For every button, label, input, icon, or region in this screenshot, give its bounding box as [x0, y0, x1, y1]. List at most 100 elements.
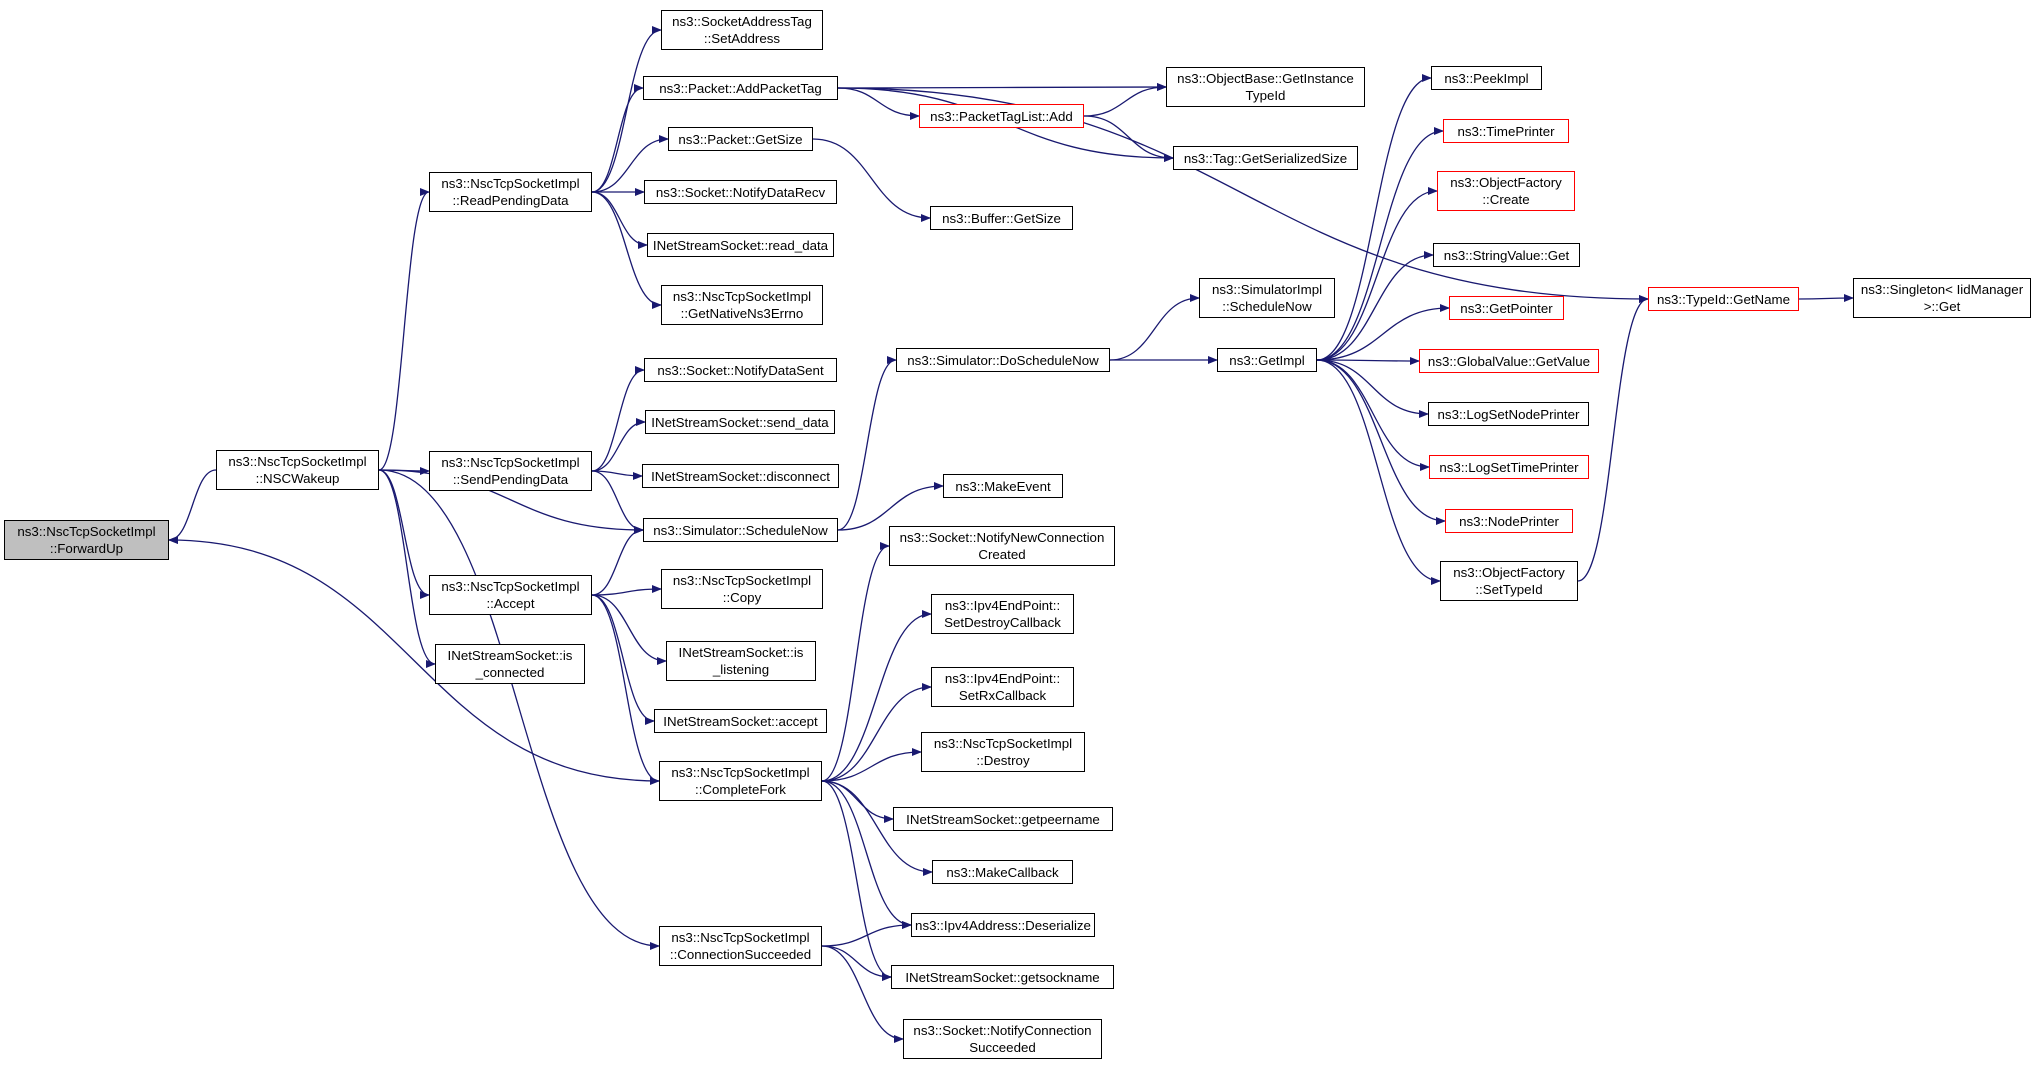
node-islistening[interactable]: INetStreamSocket::is_listening [666, 641, 816, 681]
edge-doschedulenow-to-simimplschedulenow [1109, 294, 1200, 361]
node-label-line: INetStreamSocket::is [447, 648, 573, 663]
node-label-line: ns3::GlobalValue::GetValue [1427, 353, 1591, 369]
edge-readpending-to-readdata [591, 191, 648, 249]
edge-accept-to-copy [591, 585, 662, 596]
node-lognodeprinter[interactable]: ns3::LogSetNodePrinter [1428, 402, 1589, 426]
node-connsucceeded[interactable]: ns3::NscTcpSocketImpl::ConnectionSucceed… [659, 926, 822, 966]
node-typeidgetname[interactable]: ns3::TypeId::GetName [1648, 287, 1799, 311]
node-makeevent[interactable]: ns3::MakeEvent [943, 474, 1063, 498]
edge-getimpl-to-stringget [1316, 251, 1434, 361]
node-label-line: Created [978, 547, 1026, 562]
node-readdata[interactable]: INetStreamSocket::read_data [647, 233, 834, 257]
node-getpointer[interactable]: ns3::GetPointer [1449, 296, 1564, 320]
node-ofcreate[interactable]: ns3::ObjectFactory::Create [1437, 171, 1575, 211]
node-label-line: ::ScheduleNow [1222, 299, 1312, 314]
node-isconnected[interactable]: INetStreamSocket::is_connected [435, 644, 585, 684]
node-label-line: ns3::NscTcpSocketImpl [672, 573, 812, 588]
node-destroy[interactable]: ns3::NscTcpSocketImpl::Destroy [921, 732, 1085, 772]
edge-sendpending-to-notifydatasent [591, 366, 645, 472]
node-sendpending[interactable]: ns3::NscTcpSocketImpl::SendPendingData [429, 451, 592, 491]
node-disconnect[interactable]: INetStreamSocket::disconnect [642, 464, 839, 488]
node-globalgetvalue[interactable]: ns3::GlobalValue::GetValue [1419, 349, 1599, 373]
node-addpackettag[interactable]: ns3::Packet::AddPacketTag [643, 76, 838, 100]
edge-addpackettag-to-packettaglist [837, 87, 920, 120]
edge-readpending-to-nativeerrno [591, 191, 662, 309]
edge-completefork-to-makecallback [821, 780, 933, 876]
node-label-line: ns3::MakeCallback [946, 864, 1059, 880]
node-doschedulenow[interactable]: ns3::Simulator::DoScheduleNow [896, 348, 1110, 372]
edge-getimpl-to-timeprinter [1316, 127, 1444, 361]
edge-packettaglist-to-getinstancetypeid [1083, 83, 1167, 117]
node-setdestroycb[interactable]: ns3::Ipv4EndPoint::SetDestroyCallback [931, 594, 1074, 634]
node-nativeerrno[interactable]: ns3::NscTcpSocketImpl::GetNativeNs3Errno [661, 285, 823, 325]
node-setrxcb[interactable]: ns3::Ipv4EndPoint::SetRxCallback [931, 667, 1074, 707]
edge-sendpending-to-disconnect [591, 470, 643, 480]
node-accept[interactable]: ns3::NscTcpSocketImpl::Accept [429, 575, 592, 615]
node-label-line: ns3::SocketAddressTag [672, 14, 812, 29]
node-label-line: ::SendPendingData [452, 472, 569, 487]
node-schedulenow[interactable]: ns3::Simulator::ScheduleNow [643, 518, 838, 542]
node-simimplschedulenow[interactable]: ns3::SimulatorImpl::ScheduleNow [1199, 278, 1335, 318]
node-completefork[interactable]: ns3::NscTcpSocketImpl::CompleteFork [659, 761, 822, 801]
node-deserialize[interactable]: ns3::Ipv4Address::Deserialize [911, 913, 1095, 937]
node-label-line: ns3::NscTcpSocketImpl [672, 289, 812, 304]
node-singletonget[interactable]: ns3::Singleton< IidManager>::Get [1853, 278, 2031, 318]
node-packettaglist[interactable]: ns3::PacketTagList::Add [919, 104, 1084, 128]
node-getserializedsize[interactable]: ns3::Tag::GetSerializedSize [1173, 146, 1358, 170]
edge-completefork-to-destroy [821, 748, 922, 782]
node-setaddress[interactable]: ns3::SocketAddressTag::SetAddress [661, 10, 823, 50]
edge-getimpl-to-nodeprinter [1316, 359, 1446, 525]
node-readpending[interactable]: ns3::NscTcpSocketImpl::ReadPendingData [429, 172, 592, 212]
node-label-line: ns3::LogSetNodePrinter [1437, 406, 1580, 422]
node-getsockname[interactable]: INetStreamSocket::getsockname [891, 965, 1114, 989]
edge-nscwakeup-to-schedulenow [378, 469, 644, 534]
node-getimpl[interactable]: ns3::GetImpl [1217, 348, 1317, 372]
node-senddata[interactable]: INetStreamSocket::send_data [645, 410, 835, 434]
node-label-line: ns3::TypeId::GetName [1656, 291, 1791, 307]
node-acceptinet[interactable]: INetStreamSocket::accept [654, 709, 827, 733]
node-peekimpl[interactable]: ns3::PeekImpl [1431, 66, 1542, 90]
edge-connsucceeded-to-notifyconnsucc [821, 945, 904, 1043]
node-label-line: ns3::Buffer::GetSize [942, 210, 1061, 226]
edge-nscwakeup-to-readpending [378, 188, 430, 471]
node-label-line: ns3::Socket::NotifyNewConnection [899, 530, 1105, 545]
node-nscwakeup[interactable]: ns3::NscTcpSocketImpl::NSCWakeup [216, 450, 379, 490]
node-label-line: ns3::Singleton< IidManager [1860, 282, 2024, 297]
node-label-line: ns3::Simulator::DoScheduleNow [907, 352, 1099, 368]
node-label-line: ns3::NscTcpSocketImpl [441, 455, 580, 470]
node-buffergetsize[interactable]: ns3::Buffer::GetSize [930, 206, 1073, 230]
node-label-line: ::SetAddress [703, 31, 781, 46]
node-label-line: >::Get [1923, 299, 1961, 314]
node-label-line: ::GetNativeNs3Errno [680, 306, 804, 321]
edge-getimpl-to-settypeid [1316, 359, 1441, 585]
node-label-line: ::ConnectionSucceeded [669, 947, 812, 962]
edge-getimpl-to-ofcreate [1316, 187, 1438, 361]
node-settypeid[interactable]: ns3::ObjectFactory::SetTypeId [1440, 561, 1578, 601]
node-notifydatasent[interactable]: ns3::Socket::NotifyDataSent [644, 358, 837, 382]
node-copy[interactable]: ns3::NscTcpSocketImpl::Copy [661, 569, 823, 609]
node-notifydatarecv[interactable]: ns3::Socket::NotifyDataRecv [644, 180, 837, 204]
node-label-line: INetStreamSocket::is [678, 645, 804, 660]
node-getpeername[interactable]: INetStreamSocket::getpeername [893, 807, 1113, 831]
node-stringget[interactable]: ns3::StringValue::Get [1433, 243, 1580, 267]
node-timeprinter[interactable]: ns3::TimePrinter [1443, 119, 1569, 143]
edge-addpackettag-to-getinstancetypeid [837, 83, 1167, 92]
edge-connsucceeded-to-getsockname [821, 945, 892, 981]
node-makecallback[interactable]: ns3::MakeCallback [932, 860, 1073, 884]
node-label-line: ns3::LogSetTimePrinter [1439, 459, 1579, 475]
node-label-line: ns3::PacketTagList::Add [930, 108, 1073, 124]
edge-schedulenow-to-doschedulenow [837, 356, 897, 531]
edge-readpending-to-setaddress [591, 26, 662, 193]
node-label-line: ::ForwardUp [49, 541, 124, 556]
edge-completefork-to-deserialize [821, 780, 912, 929]
node-logtimeprinter[interactable]: ns3::LogSetTimePrinter [1429, 455, 1589, 479]
node-nodeprinter[interactable]: ns3::NodePrinter [1445, 509, 1573, 533]
node-label-line: ns3::NscTcpSocketImpl [228, 454, 367, 469]
node-getsize_pkt[interactable]: ns3::Packet::GetSize [668, 127, 813, 151]
node-label-line: ns3::NodePrinter [1459, 513, 1559, 529]
node-label-line: ns3::SimulatorImpl [1211, 282, 1323, 297]
node-label-line: ns3::ObjectBase::GetInstance [1177, 71, 1354, 86]
